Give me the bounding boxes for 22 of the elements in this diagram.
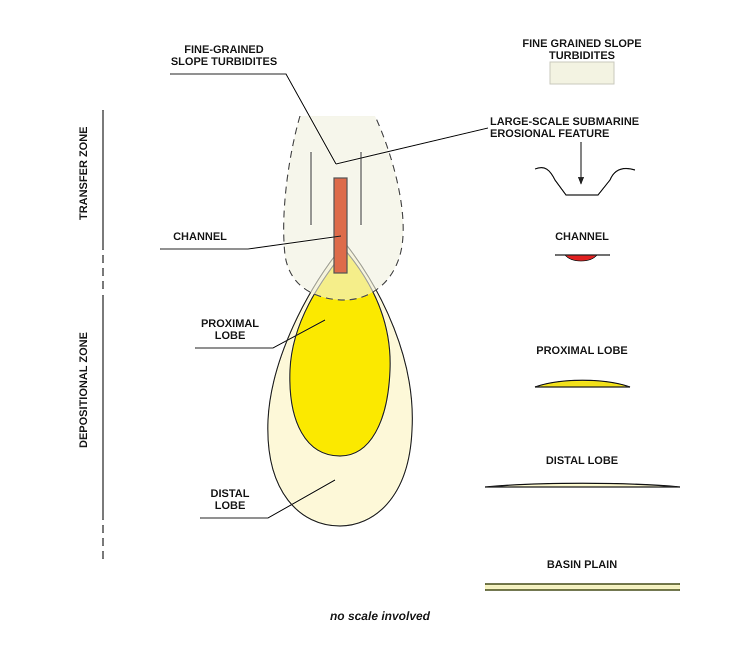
leader-line <box>170 73 336 164</box>
leader-line <box>195 320 326 349</box>
callout-label: FINE-GRAINED SLOPE TURBIDITES <box>170 44 278 68</box>
arrow <box>578 142 584 185</box>
callout-label: LARGE-SCALE SUBMARINE EROSIONAL FEATURE <box>490 116 660 140</box>
callout-label: PROXIMAL LOBE <box>195 318 265 342</box>
legend-label: FINE GRAINED SLOPE TURBIDITES <box>521 38 643 62</box>
erosional-profile <box>534 167 636 196</box>
legend-label: PROXIMAL LOBE <box>535 345 629 357</box>
callout-label: CHANNEL <box>160 231 240 243</box>
slope-turbidite-area <box>283 116 404 301</box>
callout-label: DISTAL LOBE <box>200 488 260 512</box>
leader-line <box>160 235 342 250</box>
leader-line <box>200 480 336 519</box>
legend-label: CHANNEL <box>554 231 610 243</box>
channel-bar <box>333 177 348 274</box>
zone-label: DEPOSITIONAL ZONE <box>78 331 90 450</box>
legend-label: DISTAL LOBE <box>544 455 620 467</box>
caption: no scale involved <box>328 610 432 622</box>
zone-label: TRANSFER ZONE <box>78 125 90 222</box>
legend-label: BASIN PLAIN <box>546 559 618 571</box>
leader-line <box>336 127 488 165</box>
